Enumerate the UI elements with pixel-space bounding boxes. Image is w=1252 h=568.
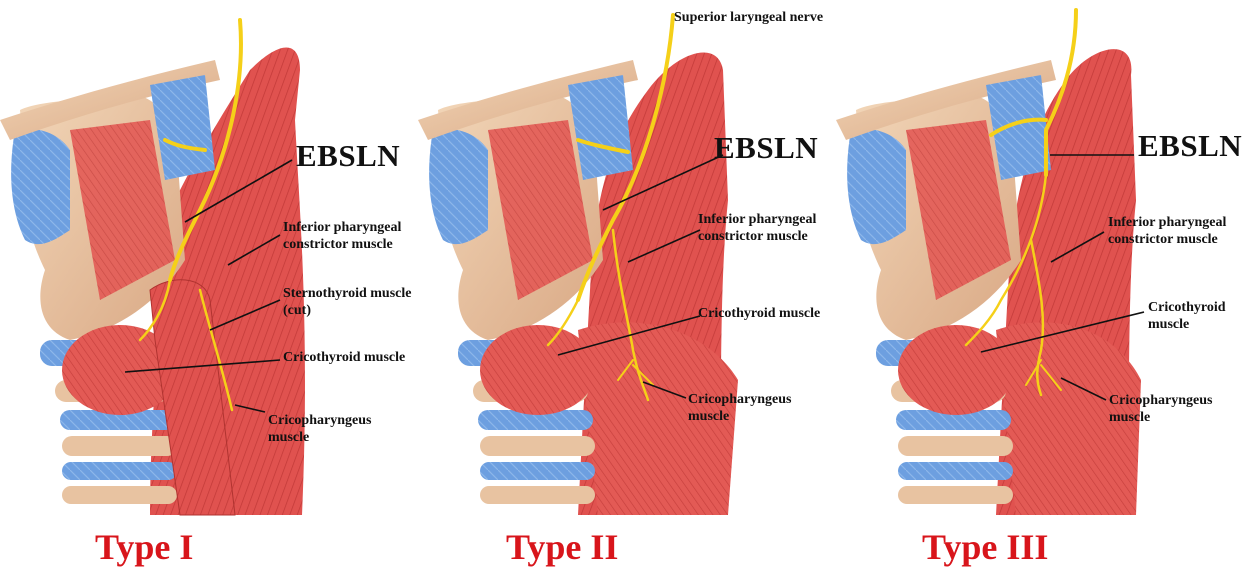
label-cricothyroid: Cricothyroid muscle (283, 350, 405, 366)
label-cricopharyngeus-line1: Cricopharyngeus (268, 413, 371, 429)
label-inferior-pharyngeal-line1: Inferior pharyngeal (283, 220, 401, 236)
label-cricothyroid-line2: muscle (1148, 317, 1189, 333)
label-cricothyroid-line1: Cricothyroid (1148, 300, 1226, 316)
label-cricothyroid: Cricothyroid muscle (698, 306, 820, 322)
label-cricopharyngeus-line1: Cricopharyngeus (1109, 393, 1212, 409)
label-inferior-pharyngeal-line2: constrictor muscle (283, 237, 393, 253)
label-ebsln: EBSLN (1138, 128, 1242, 164)
label-inferior-pharyngeal-line1: Inferior pharyngeal (698, 212, 816, 228)
type-label: Type II (506, 526, 618, 568)
label-sternothyroid-line1: Sternothyroid muscle (283, 286, 411, 302)
label-cricopharyngeus-line2: muscle (268, 430, 309, 446)
label-superior-laryngeal-nerve: Superior laryngeal nerve (674, 10, 823, 26)
label-inferior-pharyngeal-line1: Inferior pharyngeal (1108, 215, 1226, 231)
leader-lines-type-ii (418, 0, 858, 520)
type-label: Type III (922, 526, 1048, 568)
label-cricopharyngeus-line2: muscle (688, 409, 729, 425)
label-sternothyroid-line2: (cut) (283, 303, 311, 319)
panel-type-iii: EBSLN Inferior pharyngeal constrictor mu… (836, 0, 1252, 567)
label-cricopharyngeus-line2: muscle (1109, 410, 1150, 426)
type-label: Type I (95, 526, 193, 568)
panel-type-i: EBSLN Inferior pharyngeal constrictor mu… (0, 0, 420, 567)
label-inferior-pharyngeal-line2: constrictor muscle (1108, 232, 1218, 248)
label-inferior-pharyngeal-line2: constrictor muscle (698, 229, 808, 245)
panel-type-ii: Superior laryngeal nerve EBSLN Inferior … (418, 0, 838, 567)
label-ebsln: EBSLN (714, 130, 818, 166)
leader-lines-type-iii (836, 0, 1252, 520)
leader-lines-type-i (0, 0, 420, 520)
label-ebsln: EBSLN (296, 138, 400, 174)
label-cricopharyngeus-line1: Cricopharyngeus (688, 392, 791, 408)
